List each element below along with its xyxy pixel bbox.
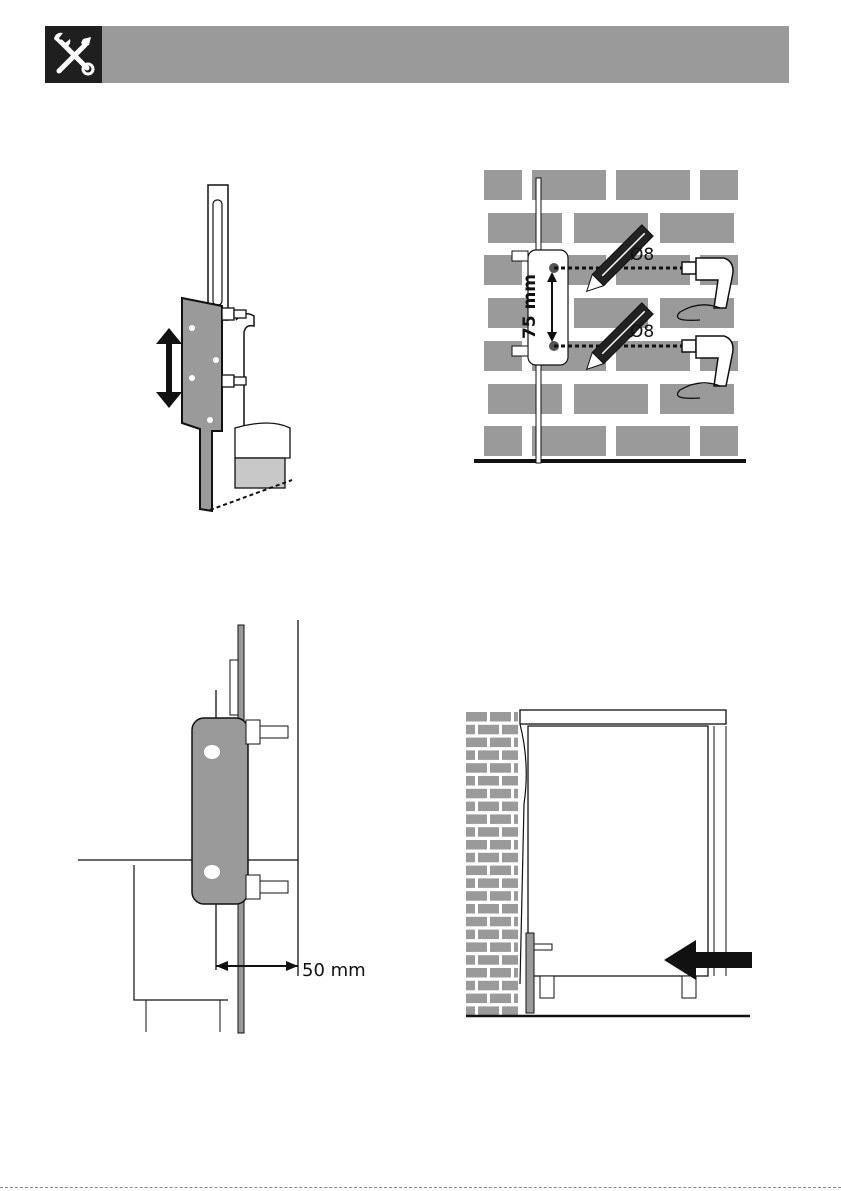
hole-diameter-bottom-label: Ø8 [630, 324, 654, 341]
page-bottom-border [0, 1187, 841, 1188]
figure-appliance-push [462, 708, 754, 1024]
figure-bracket-adjust [150, 180, 310, 520]
hole-diameter-top-label: Ø8 [630, 247, 654, 264]
push-arrow-icon [664, 940, 752, 980]
wrench-screwdriver-icon [45, 26, 102, 83]
height-adjust-arrow-icon [154, 328, 184, 408]
figure-wall-drilling: Ø8 Ø8 75 mm [470, 158, 750, 468]
hole-spacing-label: 75 mm [522, 274, 539, 339]
header-bar [45, 26, 789, 83]
wall-offset-label: 50 mm [302, 962, 366, 980]
figure-bracket-offset: 50 mm [78, 620, 378, 1035]
